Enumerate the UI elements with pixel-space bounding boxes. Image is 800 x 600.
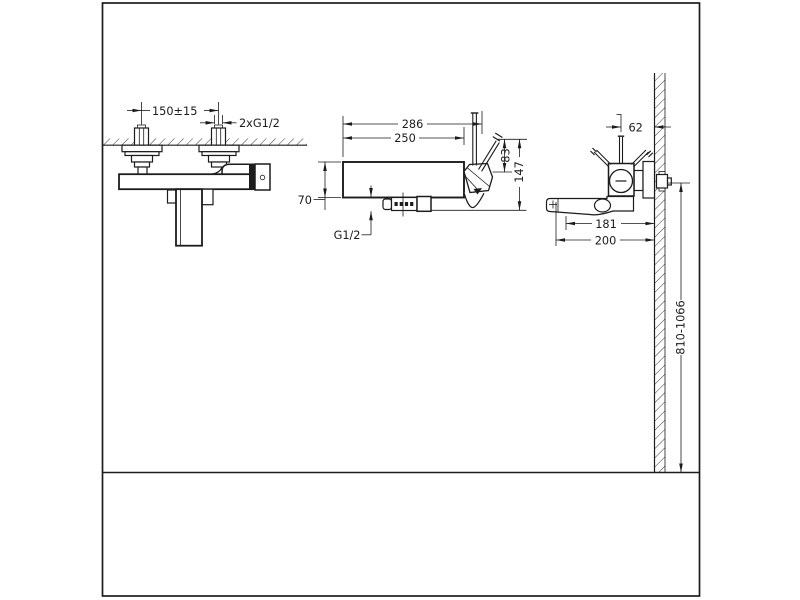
dim-total-height-label: 147 <box>513 161 526 183</box>
dim-total-width: 286 <box>342 111 483 157</box>
dim-body-width: 250 <box>343 127 465 145</box>
spout-side <box>545 195 635 216</box>
mounting-surface-hatch <box>102 138 307 146</box>
dim-spout-reach: 181 <box>565 216 655 231</box>
dim-outlet-thread-label: G1/2 <box>334 229 361 242</box>
bath-mixer-side-view: 62 181 200 810-1066 <box>545 73 690 473</box>
dim-handle-rise: 83 <box>492 138 527 173</box>
dim-inlet-thread: 2xG1/2 <box>200 115 280 130</box>
mixer-body-top <box>342 161 465 199</box>
spout-front <box>166 188 214 247</box>
dim-body-depth-label: 70 <box>298 194 312 207</box>
dim-outlet-thread: G1/2 <box>334 185 373 242</box>
hose-connector <box>382 192 432 217</box>
dim-body-depth: 70 <box>298 161 341 210</box>
dim-total-height: 147 <box>431 139 527 211</box>
dim-wall-offset: 62 <box>606 114 671 135</box>
bath-mixer-top-view: 286 250 70 G1/2 <box>298 111 527 242</box>
dim-mounting-distance: 150±15 <box>127 102 219 125</box>
dim-body-width-label: 250 <box>394 132 416 145</box>
dim-wall-offset-label: 62 <box>629 122 643 135</box>
handle-end-mark <box>259 174 266 181</box>
handle-top <box>463 112 503 209</box>
drawing-border <box>101 2 701 597</box>
dim-total-width-label: 286 <box>402 118 424 131</box>
dim-inlet-thread-label: 2xG1/2 <box>239 117 280 130</box>
dim-installation-height: 810-1066 <box>668 182 690 473</box>
inlet-connector-left <box>121 124 163 175</box>
dim-installation-height-label: 810-1066 <box>675 300 688 354</box>
dim-total-reach-label: 200 <box>595 235 617 248</box>
bath-mixer-front-view: 150±15 2xG1/2 <box>102 102 307 247</box>
dim-total-reach: 200 <box>555 202 655 248</box>
wall-hatch <box>654 73 665 473</box>
valve-side <box>590 135 672 199</box>
dim-handle-rise-label: 83 <box>500 148 513 162</box>
mixer-body-front <box>118 163 271 191</box>
inlet-connector-right <box>198 124 240 168</box>
dim-mounting-distance-label: 150±15 <box>152 105 197 118</box>
dim-spout-reach-label: 181 <box>595 218 617 231</box>
